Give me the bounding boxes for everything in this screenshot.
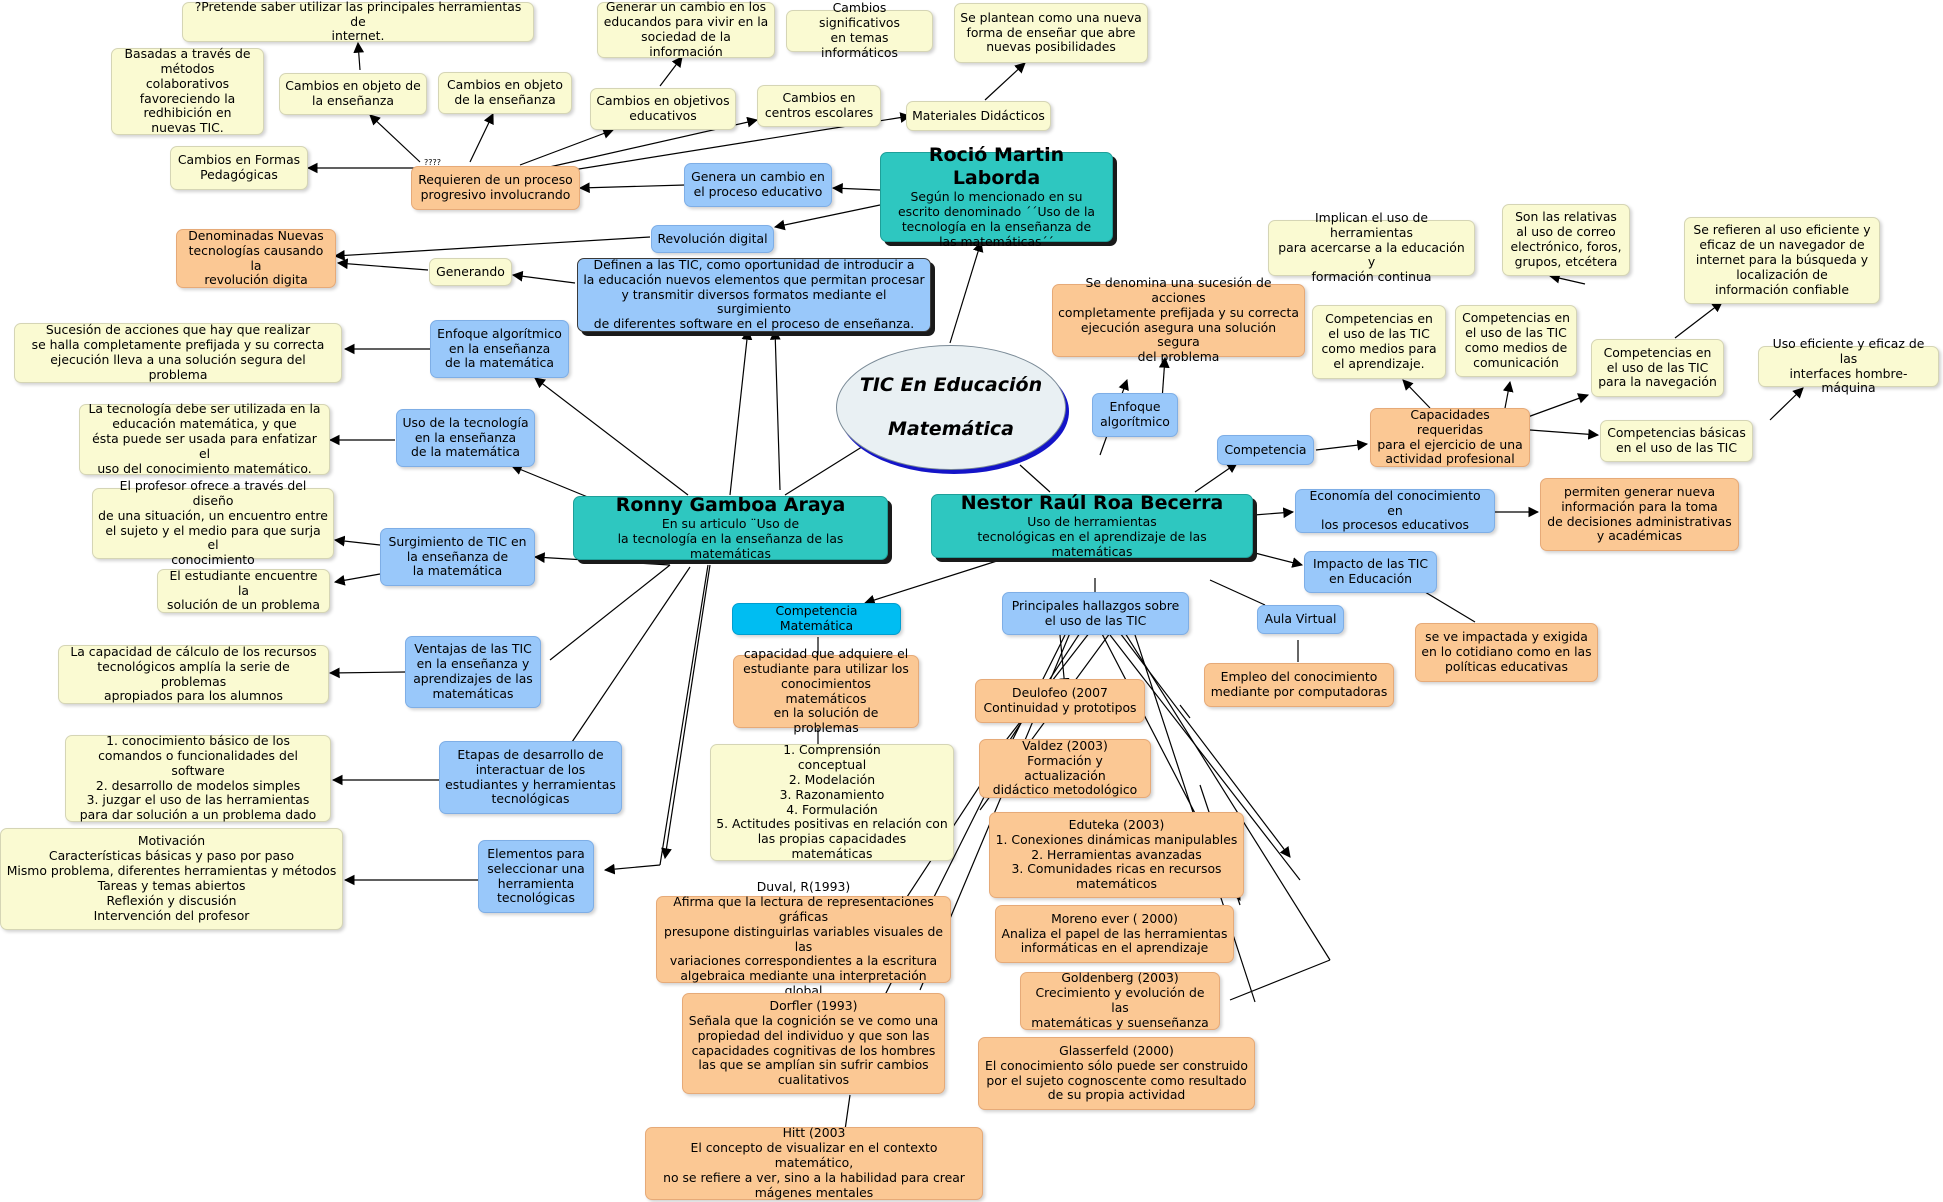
- node-tiny-marker: ????: [424, 158, 441, 167]
- node-capacidades-requeridas: Capacidades requeridas para el ejercicio…: [1370, 407, 1530, 467]
- node-sucesion-left: Sucesión de acciones que hay que realiza…: [14, 322, 342, 383]
- node-estudiante-encuentre: El estudiante encuentre la solución de u…: [157, 568, 330, 613]
- node-requieren: Requieren de un proceso progresivo invol…: [411, 166, 580, 210]
- node-uso-eficiente: Uso eficiente y eficaz de las interfaces…: [1758, 336, 1939, 395]
- node-valdez: Valdez (2003) Formación y actualización …: [979, 738, 1151, 798]
- node-revolucion-digital: Revolución digital: [651, 225, 774, 253]
- node-economia: Economía del conocimiento en los proceso…: [1295, 488, 1495, 533]
- node-ventajas: Ventajas de las TIC en la enseñanza y ap…: [405, 636, 541, 708]
- node-etapas: Etapas de desarrollo de interactuar de l…: [439, 741, 622, 814]
- node-competencia-matematica: Competencia Matemática: [732, 603, 901, 635]
- node-comp-medios: Competencias en el uso de las TIC como m…: [1312, 305, 1446, 379]
- author-martin-desc: Según lo mencionado en su escrito denomi…: [898, 189, 1095, 249]
- node-genera-cambio: Genera un cambio en el proceso educativo: [684, 163, 832, 207]
- root-title-line1: TIC En Educación: [859, 373, 1043, 396]
- author-martin-node: Roció Martin Laborda Según lo mencionado…: [880, 144, 1113, 249]
- node-conocimiento-basico: 1. conocimiento básico de los comandos o…: [65, 733, 331, 822]
- node-elementos: Elementos para seleccionar una herramien…: [478, 840, 594, 913]
- author-gamboa-desc: En su articulo ¨Uso de la tecnología en …: [617, 516, 844, 561]
- author-roa-desc: Uso de herramientas tecnológicas en el a…: [977, 514, 1207, 559]
- node-duval: Duval, R(1993) Afirma que la lectura de …: [656, 879, 951, 998]
- node-son-relativas: Son las relativas al uso de correo elect…: [1502, 204, 1630, 276]
- node-denominadas: Denominadas Nuevas tecnologías causando …: [176, 228, 336, 288]
- node-profesor-ofrece: El profesor ofrece a través del diseño d…: [92, 478, 334, 567]
- author-roa-node: Nestor Raúl Roa Becerra Uso de herramien…: [931, 492, 1253, 559]
- node-glasserfeld: Glasserfeld (2000) El conocimiento sólo …: [978, 1037, 1255, 1110]
- node-permiten: permiten generar nueva información para …: [1540, 478, 1739, 551]
- node-implican: Implican el uso de herramientas para ace…: [1268, 210, 1475, 284]
- node-tecnologia-debe: La tecnología debe ser utilizada en la e…: [79, 401, 330, 476]
- node-impacto: Impacto de las TIC en Educación: [1304, 551, 1437, 593]
- node-comprension-list: 1. Comprensión conceptual 2. Modelación …: [710, 742, 954, 861]
- node-generar-cambio: Generar un cambio en los educandos para …: [597, 0, 775, 59]
- node-enfoque-right: Enfoque algorítmico: [1092, 393, 1178, 437]
- node-pretende: ?Pretende saber utilizar las principales…: [182, 0, 534, 43]
- node-generando: Generando: [429, 258, 512, 286]
- node-deulofeo: Deulofeo (2007 Continuidad y prototipos: [975, 679, 1145, 723]
- node-se-denomina: Se denomina una sucesión de acciones com…: [1052, 275, 1305, 364]
- node-eduteka: Eduteka (2003) 1. Conexiones dinámicas m…: [989, 812, 1244, 898]
- node-dorfler: Dorfler (1993) Señala que la cognición s…: [682, 993, 945, 1094]
- node-comp-comunicacion: Competencias en el uso de las TIC como m…: [1455, 305, 1577, 377]
- author-roa-name: Nestor Raúl Roa Becerra: [960, 492, 1224, 515]
- node-cambios-significativos: Cambios significativos en temas informát…: [786, 0, 933, 60]
- node-principales-hallazgos: Principales hallazgos sobre el uso de la…: [1002, 592, 1189, 635]
- author-martin-name: Roció Martin Laborda: [928, 144, 1065, 190]
- node-se-refieren: Se refieren al uso eficiente y eficaz de…: [1684, 217, 1880, 304]
- node-aula-virtual: Aula Virtual: [1257, 605, 1344, 634]
- node-hitt: Hitt (2003 El concepto de visualizar en …: [645, 1125, 983, 1200]
- node-uso-tecnologia: Uso de la tecnología en la enseñanza de …: [396, 409, 535, 467]
- root-title-line2: Matemática: [888, 417, 1014, 440]
- node-competencia: Competencia: [1217, 435, 1314, 465]
- node-empleo: Empleo del conocimiento mediante por com…: [1204, 663, 1394, 707]
- node-surgimiento: Surgimiento de TIC en la enseñanza de la…: [380, 528, 535, 586]
- node-cambios-objeto-1: Cambios en objeto de la enseñanza: [279, 73, 427, 115]
- node-nueva-forma: Se plantean como una nueva forma de ense…: [954, 3, 1148, 63]
- node-cambios-formas: Cambios en Formas Pedagógicas: [170, 146, 308, 190]
- node-cambios-centros: Cambios en centros escolares: [757, 85, 881, 127]
- node-definen: Definen a las TIC, como oportunidad de i…: [577, 257, 931, 332]
- node-cambios-objetivos: Cambios en objetivos educativos: [590, 88, 736, 130]
- root-topic: TIC En Educación Matemática: [836, 345, 1066, 470]
- node-comp-basicas: Competencias básicas en el uso de las TI…: [1600, 420, 1753, 462]
- node-capacidad-calculo: La capacidad de cálculo de los recursos …: [58, 644, 329, 704]
- node-impactada: se ve impactada y exigida en lo cotidian…: [1415, 623, 1598, 682]
- node-materiales: Materiales Didácticos: [906, 101, 1051, 131]
- node-basadas: Basadas a través de métodos colaborativo…: [111, 46, 264, 135]
- author-gamboa-node: Ronny Gamboa Araya En su articulo ¨Uso d…: [573, 494, 888, 561]
- node-comp-navegacion: Competencias en el uso de las TIC para l…: [1591, 339, 1724, 397]
- node-moreno: Moreno ever ( 2000) Analiza el papel de …: [995, 905, 1234, 963]
- node-goldenberg: Goldenberg (2003) Crecimiento y evolució…: [1020, 970, 1220, 1030]
- node-enfoque-left: Enfoque algorítmico en la enseñanza de l…: [430, 320, 569, 378]
- node-capacidad-adquiere: capacidad que adquiere el estudiante par…: [733, 646, 919, 735]
- node-cambios-objeto-2: Cambios en objeto de la enseñanza: [438, 72, 572, 114]
- node-motivacion: Motivación Características básicas y pas…: [0, 828, 343, 930]
- author-gamboa-name: Ronny Gamboa Araya: [615, 494, 846, 517]
